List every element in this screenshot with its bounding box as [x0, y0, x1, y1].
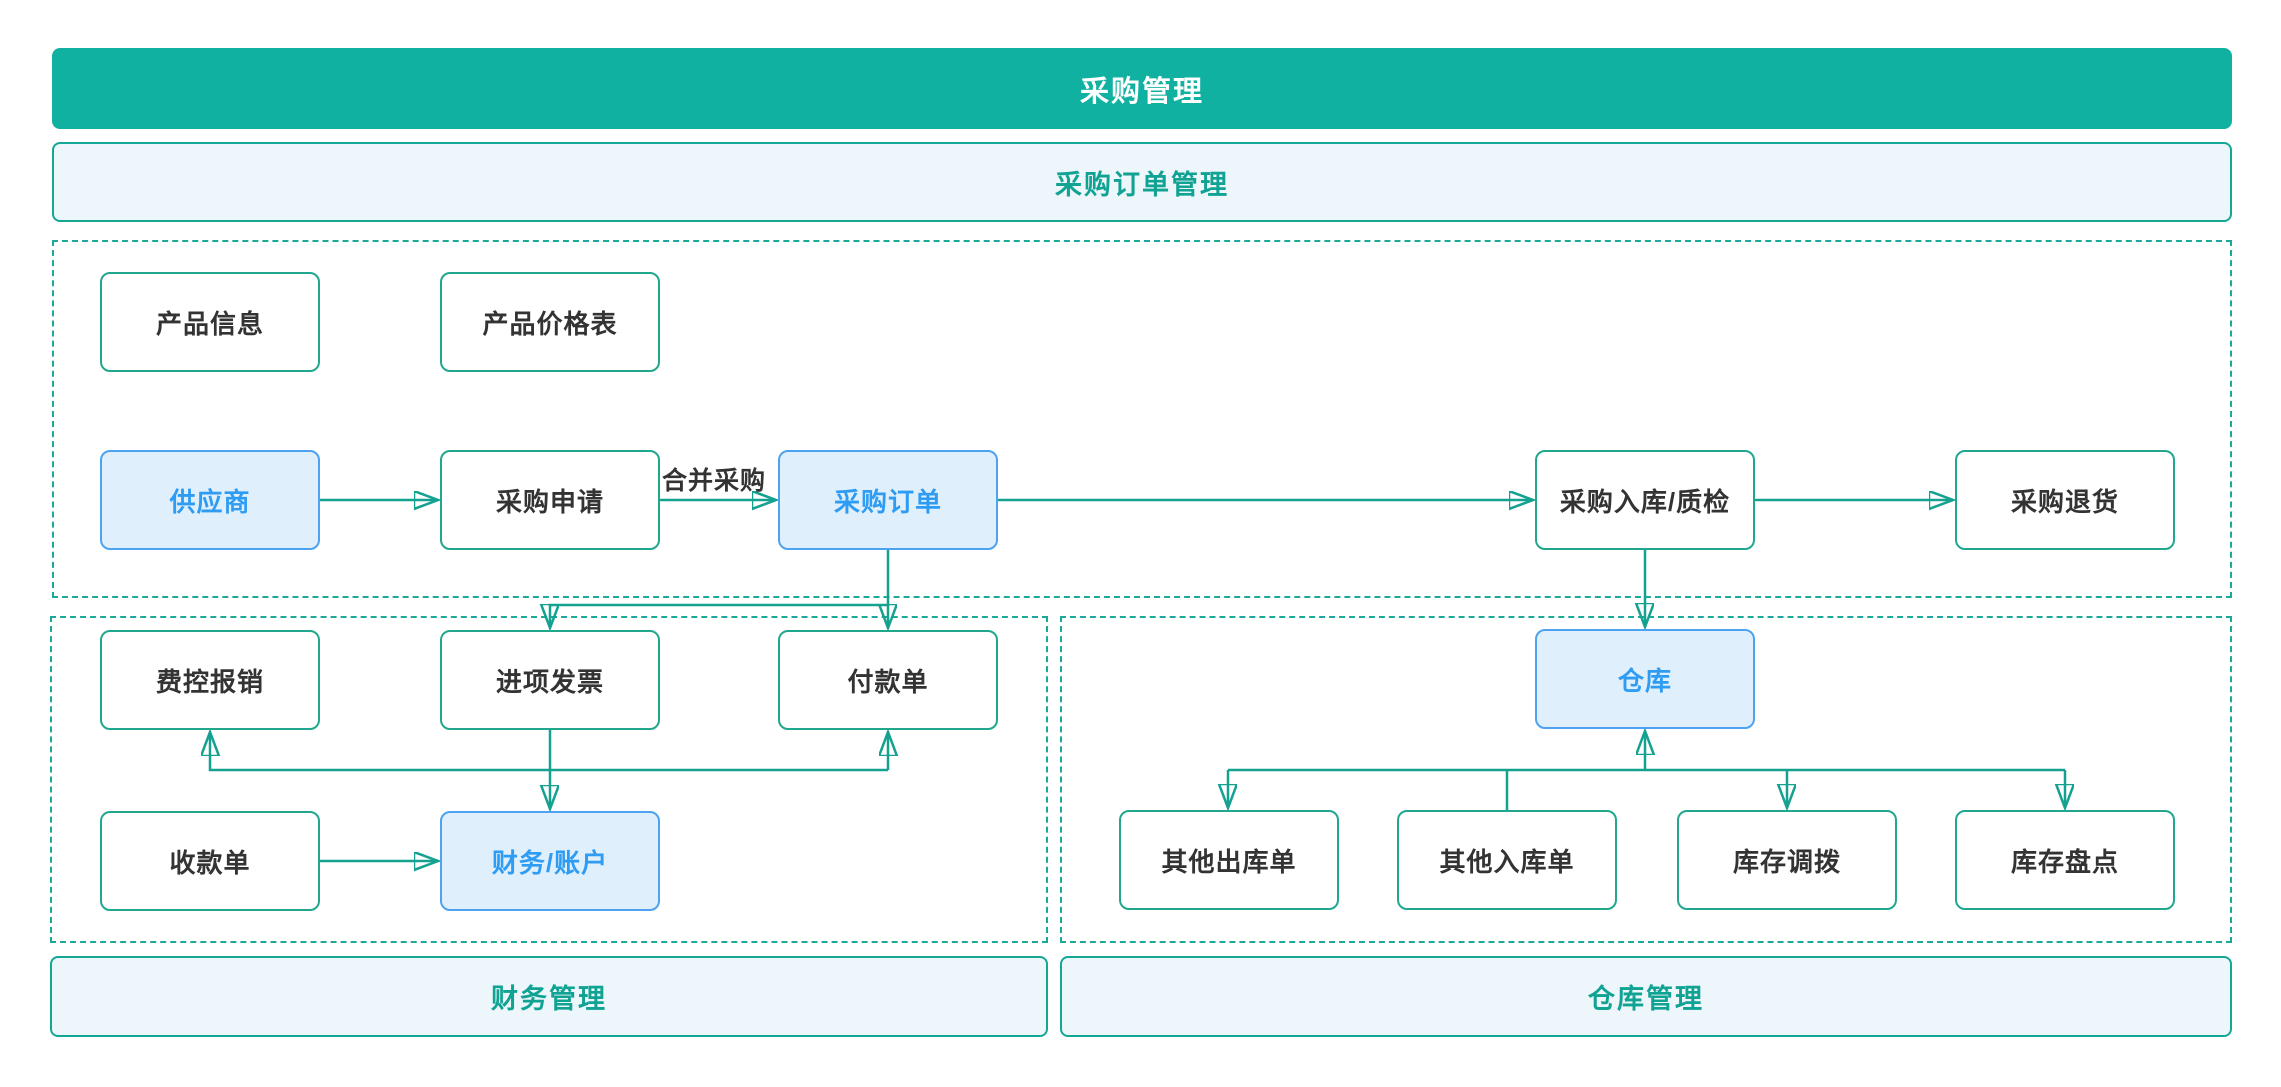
node-product-price-list[interactable]: 产品价格表 [440, 272, 660, 372]
node-purchase-request[interactable]: 采购申请 [440, 450, 660, 550]
node-other-outbound[interactable]: 其他出库单 [1119, 810, 1339, 910]
section-banner-finance-management[interactable]: 财务管理 [50, 956, 1048, 1037]
node-expense-reimbursement[interactable]: 费控报销 [100, 630, 320, 730]
section-banner-warehouse-management[interactable]: 仓库管理 [1060, 956, 2232, 1037]
edge-order-to-invoice [550, 603, 888, 627]
node-inventory-transfer[interactable]: 库存调拨 [1677, 810, 1897, 910]
node-purchase-order[interactable]: 采购订单 [778, 450, 998, 550]
node-warehouse[interactable]: 仓库 [1535, 629, 1755, 729]
node-supplier[interactable]: 供应商 [100, 450, 320, 550]
edge-bus-to-expense [210, 733, 888, 772]
edge-label-merge-purchase: 合并采购 [662, 467, 767, 495]
node-inventory-count[interactable]: 库存盘点 [1955, 810, 2175, 910]
node-payment-slip[interactable]: 付款单 [778, 630, 998, 730]
node-product-info[interactable]: 产品信息 [100, 272, 320, 372]
node-input-invoice[interactable]: 进项发票 [440, 630, 660, 730]
node-other-inbound[interactable]: 其他入库单 [1397, 810, 1617, 910]
title-banner-purchase-management[interactable]: 采购管理 [52, 48, 2232, 129]
section-container-purchase-order [52, 240, 2232, 598]
section-banner-purchase-order-management[interactable]: 采购订单管理 [52, 142, 2232, 222]
node-purchase-inbound-qc[interactable]: 采购入库/质检 [1535, 450, 1755, 550]
node-receipt-slip[interactable]: 收款单 [100, 811, 320, 911]
node-finance-account[interactable]: 财务/账户 [440, 811, 660, 911]
node-purchase-return[interactable]: 采购退货 [1955, 450, 2175, 550]
